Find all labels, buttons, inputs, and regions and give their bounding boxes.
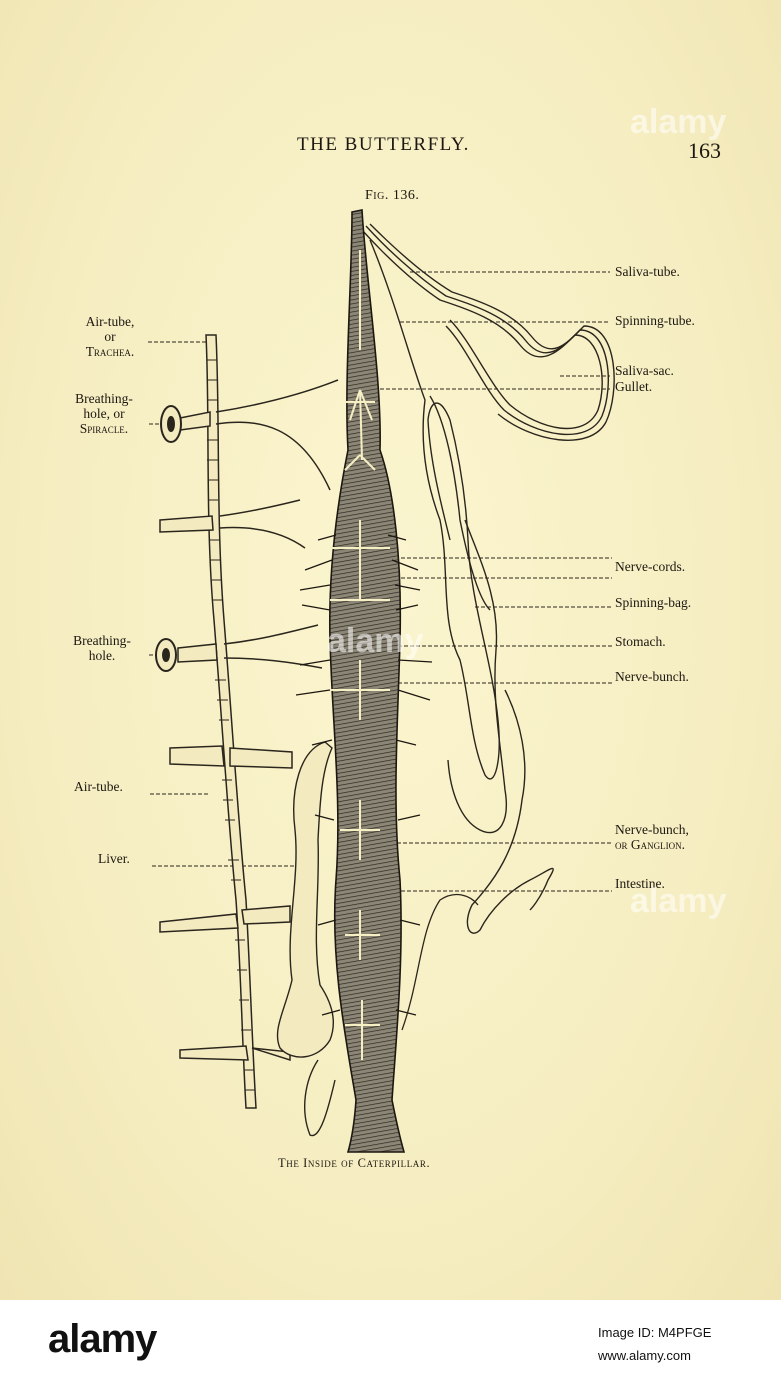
- label-ganglion: or Ganglion.: [615, 837, 685, 852]
- liver: [277, 742, 335, 1136]
- watermark: alamy: [630, 882, 726, 921]
- nerve-cord-body: [330, 210, 404, 1152]
- label-spinning-bag: Spinning-bag.: [615, 595, 691, 610]
- label-breathing-hole: Breathing- hole.: [58, 633, 146, 663]
- label-breathing-line2: hole, or: [60, 406, 148, 421]
- label-breathing-line1: Breathing-: [60, 391, 148, 406]
- alamy-logo: alamy: [48, 1317, 156, 1362]
- label-air-tube-line1: Air-tube,: [72, 314, 148, 329]
- watermark: alamy: [327, 622, 423, 661]
- label-trachea: Trachea.: [72, 344, 148, 359]
- spiracles: [156, 406, 181, 671]
- label-gullet: Gullet.: [615, 379, 652, 394]
- label-nerve-bunch-ganglion: Nerve-bunch,: [615, 822, 689, 837]
- label-spinning-tube: Spinning-tube.: [615, 313, 695, 328]
- label-air-tube: Air-tube.: [74, 779, 123, 794]
- label-stomach: Stomach.: [615, 634, 666, 649]
- label-breathing-hole-spiracle: Breathing- hole, or Spiracle.: [60, 391, 148, 436]
- site-url[interactable]: www.alamy.com: [598, 1348, 691, 1363]
- image-id: Image ID: M4PFGE: [598, 1325, 711, 1340]
- label-breathing2-line2: hole.: [58, 648, 146, 663]
- figure-caption: The Inside of Caterpillar.: [278, 1156, 430, 1171]
- intestine: [402, 895, 478, 1030]
- label-liver: Liver.: [98, 851, 130, 866]
- saliva-glands: [362, 224, 614, 440]
- label-air-tube-line2: or: [72, 329, 148, 344]
- label-spiracle: Spiracle.: [60, 421, 148, 436]
- label-nerve-bunch: Nerve-bunch.: [615, 669, 689, 684]
- label-saliva-sac: Saliva-sac.: [615, 363, 674, 378]
- label-nerve-cords: Nerve-cords.: [615, 559, 685, 574]
- label-breathing2-line1: Breathing-: [58, 633, 146, 648]
- watermark: alamy: [630, 103, 726, 142]
- label-air-tube-trachea: Air-tube, or Trachea.: [72, 314, 148, 359]
- label-saliva-tube: Saliva-tube.: [615, 264, 680, 279]
